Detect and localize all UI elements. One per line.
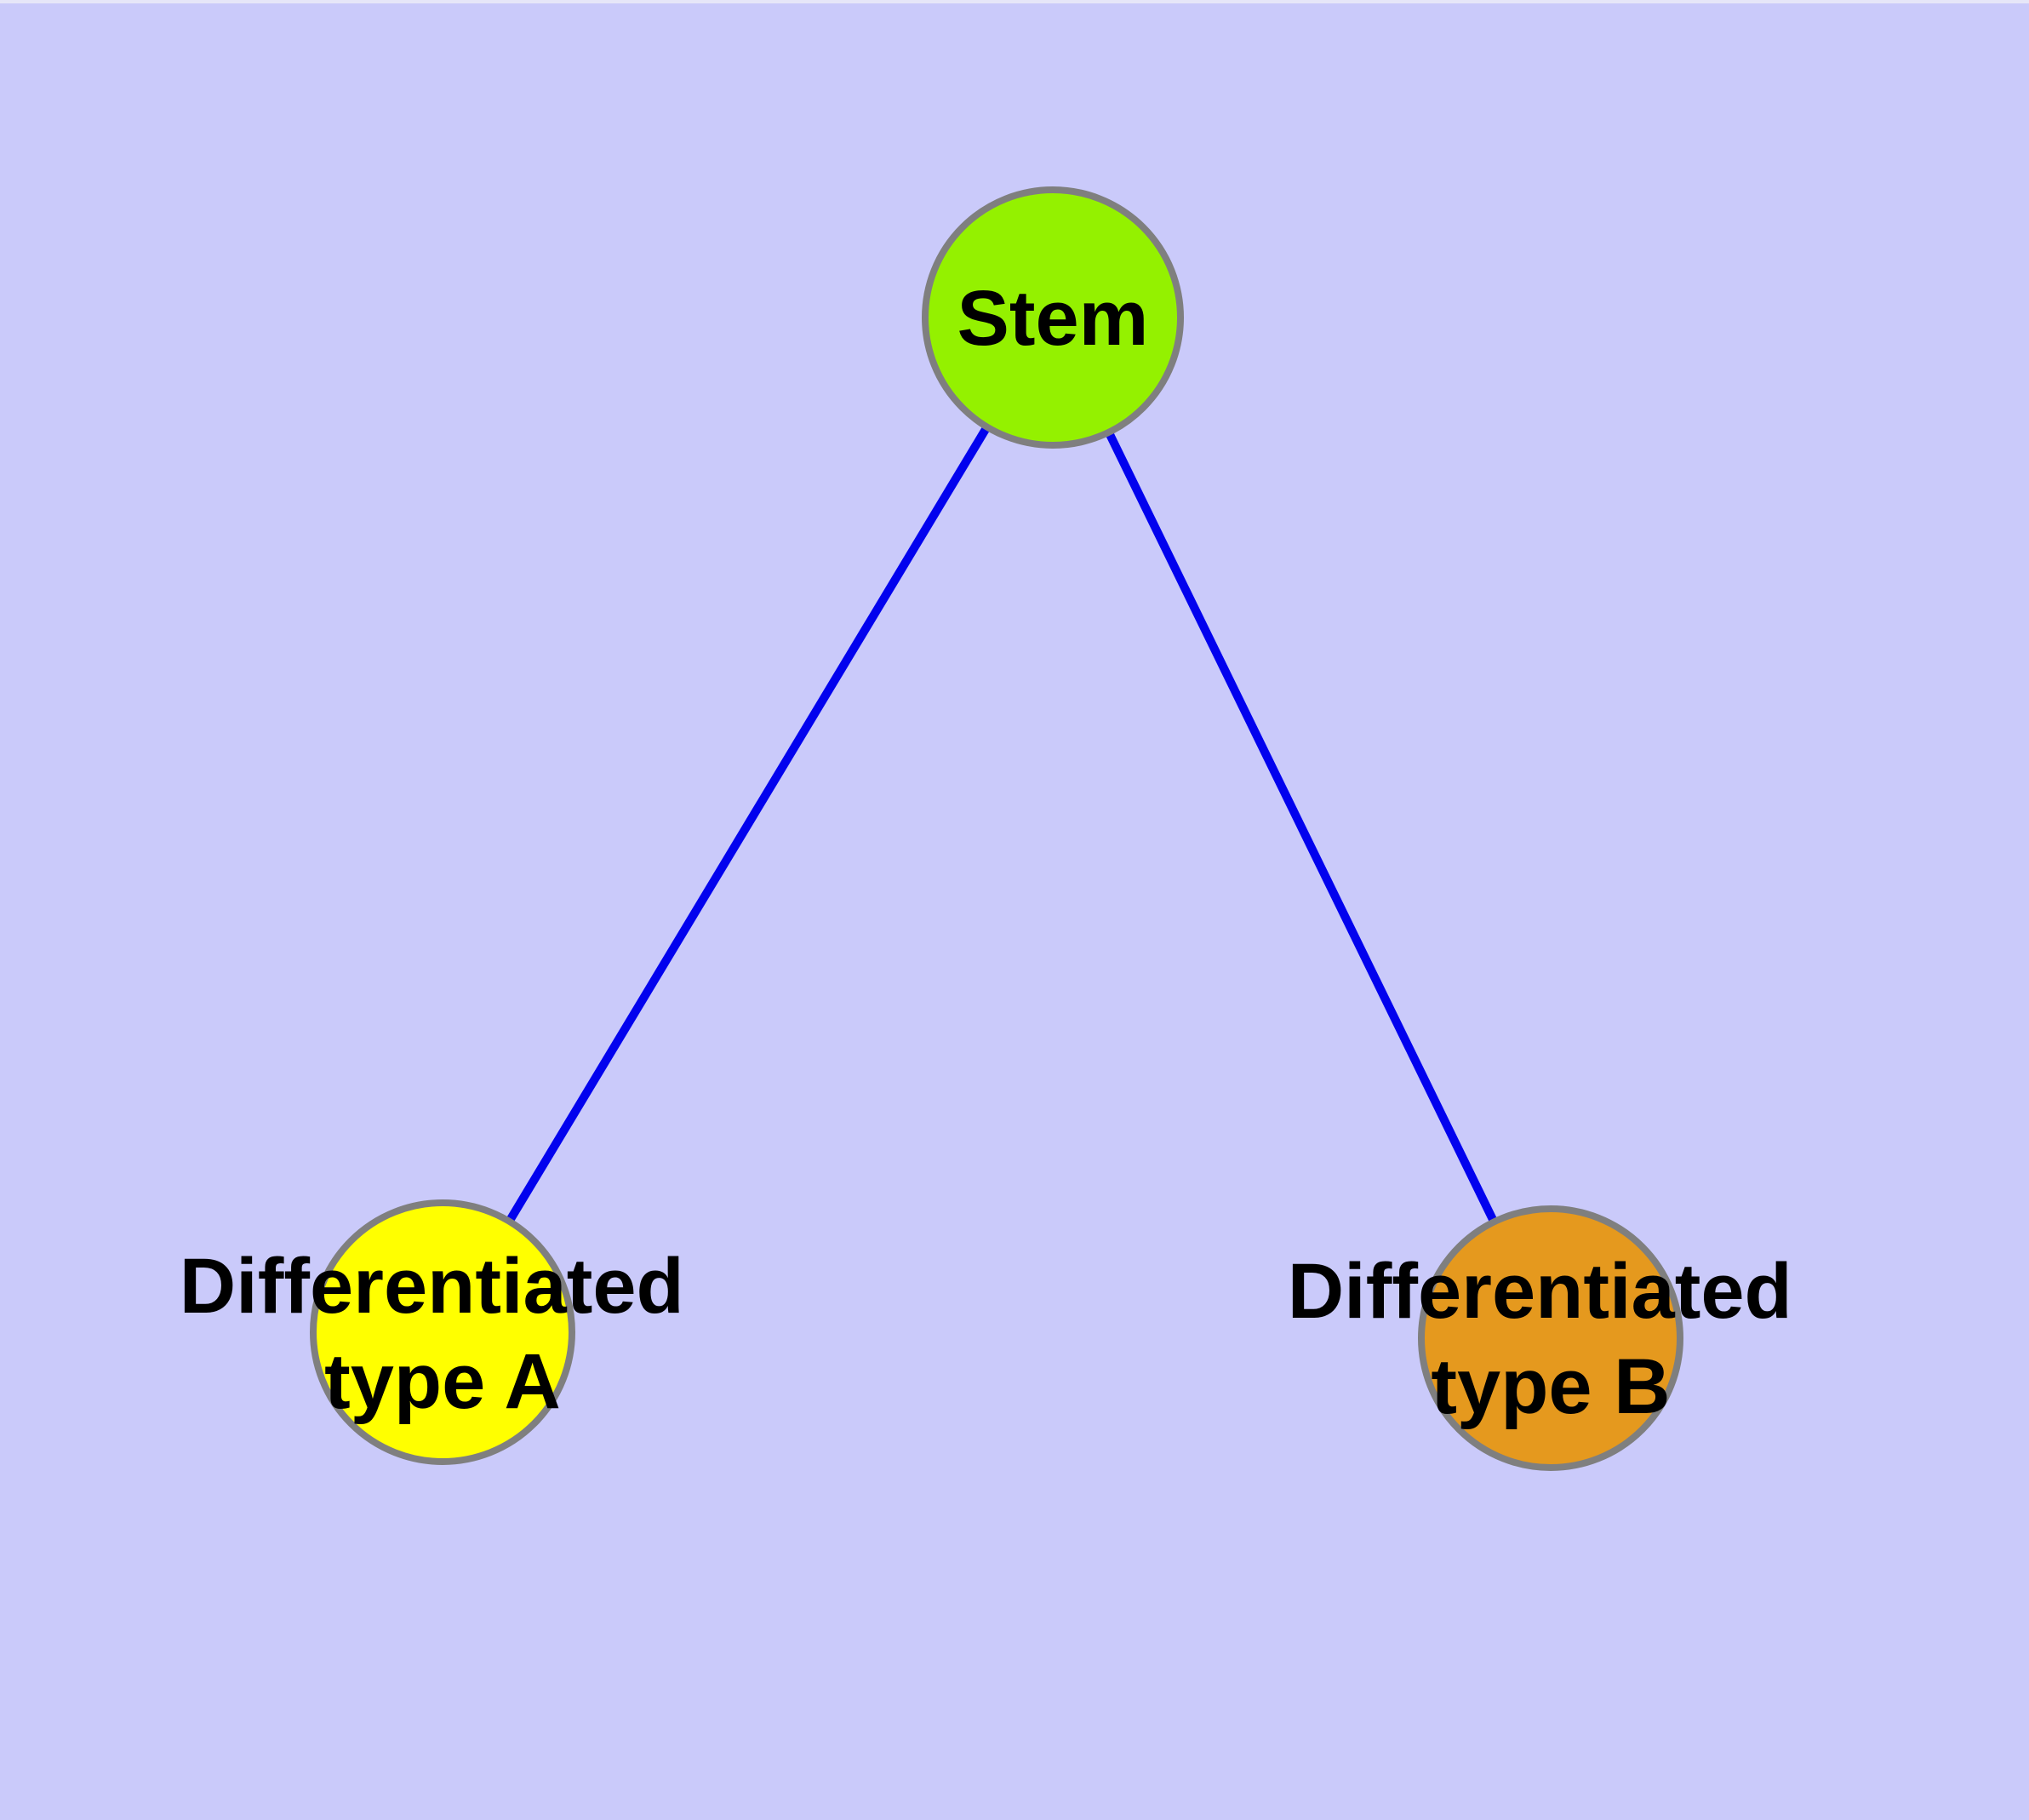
type-b-node-label-line2: type B [1431,1343,1670,1430]
node-stem: Stem [922,186,1184,449]
type-b-node-circle [1418,1205,1683,1471]
edge-stem-to-type-b [1049,315,1555,1341]
node-differentiated-type-a: Differentiated type A [180,1199,706,1465]
type-b-node-label-line1: Differentiated [1288,1248,1792,1335]
type-a-node-circle [310,1199,575,1465]
type-b-node-label: Differentiated type B [1288,1248,1815,1430]
top-edge-highlight [0,0,2029,3]
type-a-node-label-line2: type A [324,1338,561,1425]
stem-node-label: Stem [957,275,1149,362]
type-a-node-label-line1: Differentiated [180,1243,684,1330]
edge-stem-to-type-a [438,315,1057,1335]
type-a-node-label: Differentiated type A [180,1243,706,1425]
stem-node-circle [922,186,1184,449]
stem-node-label-line: Stem [957,275,1149,362]
node-differentiated-type-b: Differentiated type B [1288,1205,1815,1471]
